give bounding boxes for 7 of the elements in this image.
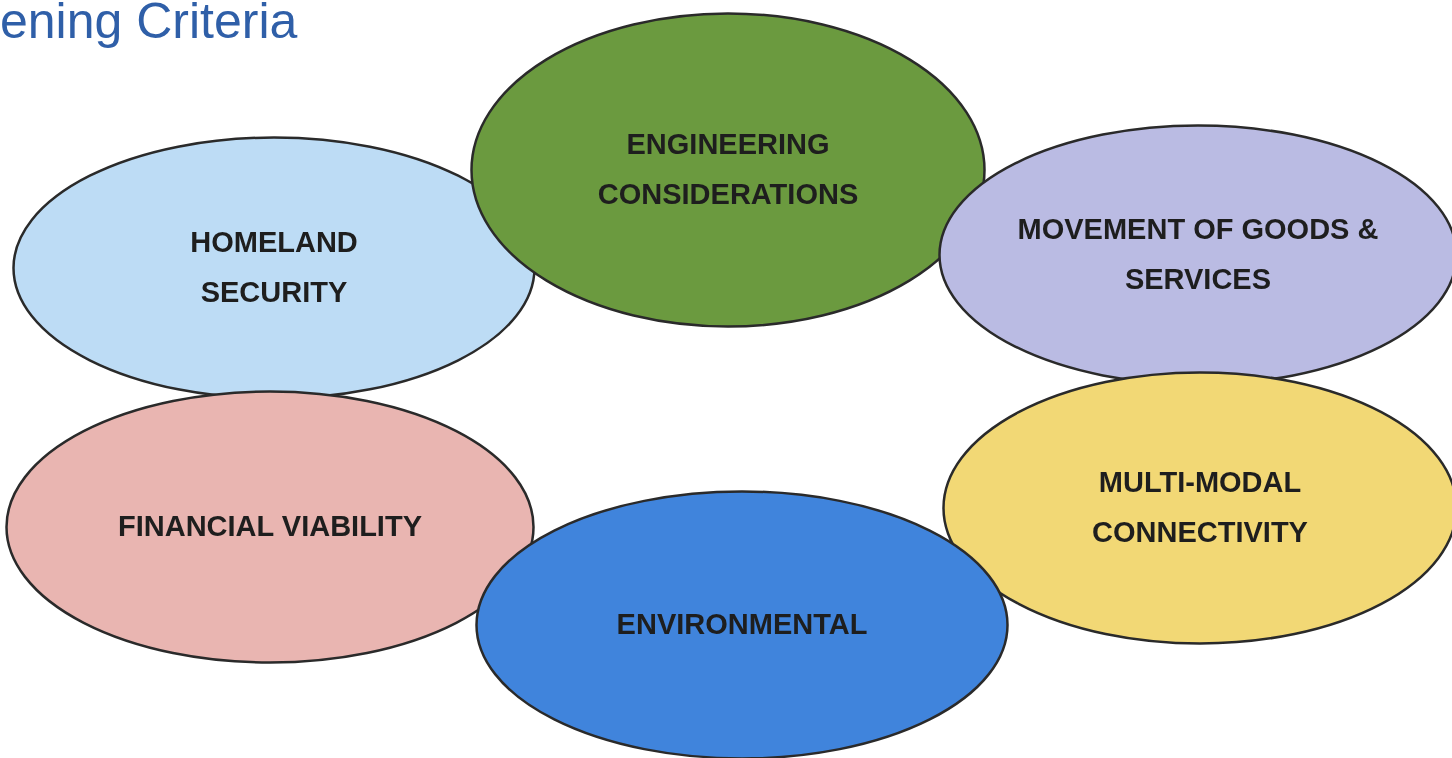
criterion-label: HOMELAND SECURITY <box>189 225 359 310</box>
criterion-label: MOVEMENT OF GOODS & SERVICES <box>1016 212 1380 297</box>
slide-title: ening Criteria <box>0 0 298 50</box>
criterion-label: ENGINEERING CONSIDERATIONS <box>596 127 860 212</box>
criterion-label: FINANCIAL VIABILITY <box>117 509 423 545</box>
criterion-label: MULTI-MODAL CONNECTIVITY <box>1091 465 1309 550</box>
criterion-label: ENVIRONMENTAL <box>615 607 869 643</box>
